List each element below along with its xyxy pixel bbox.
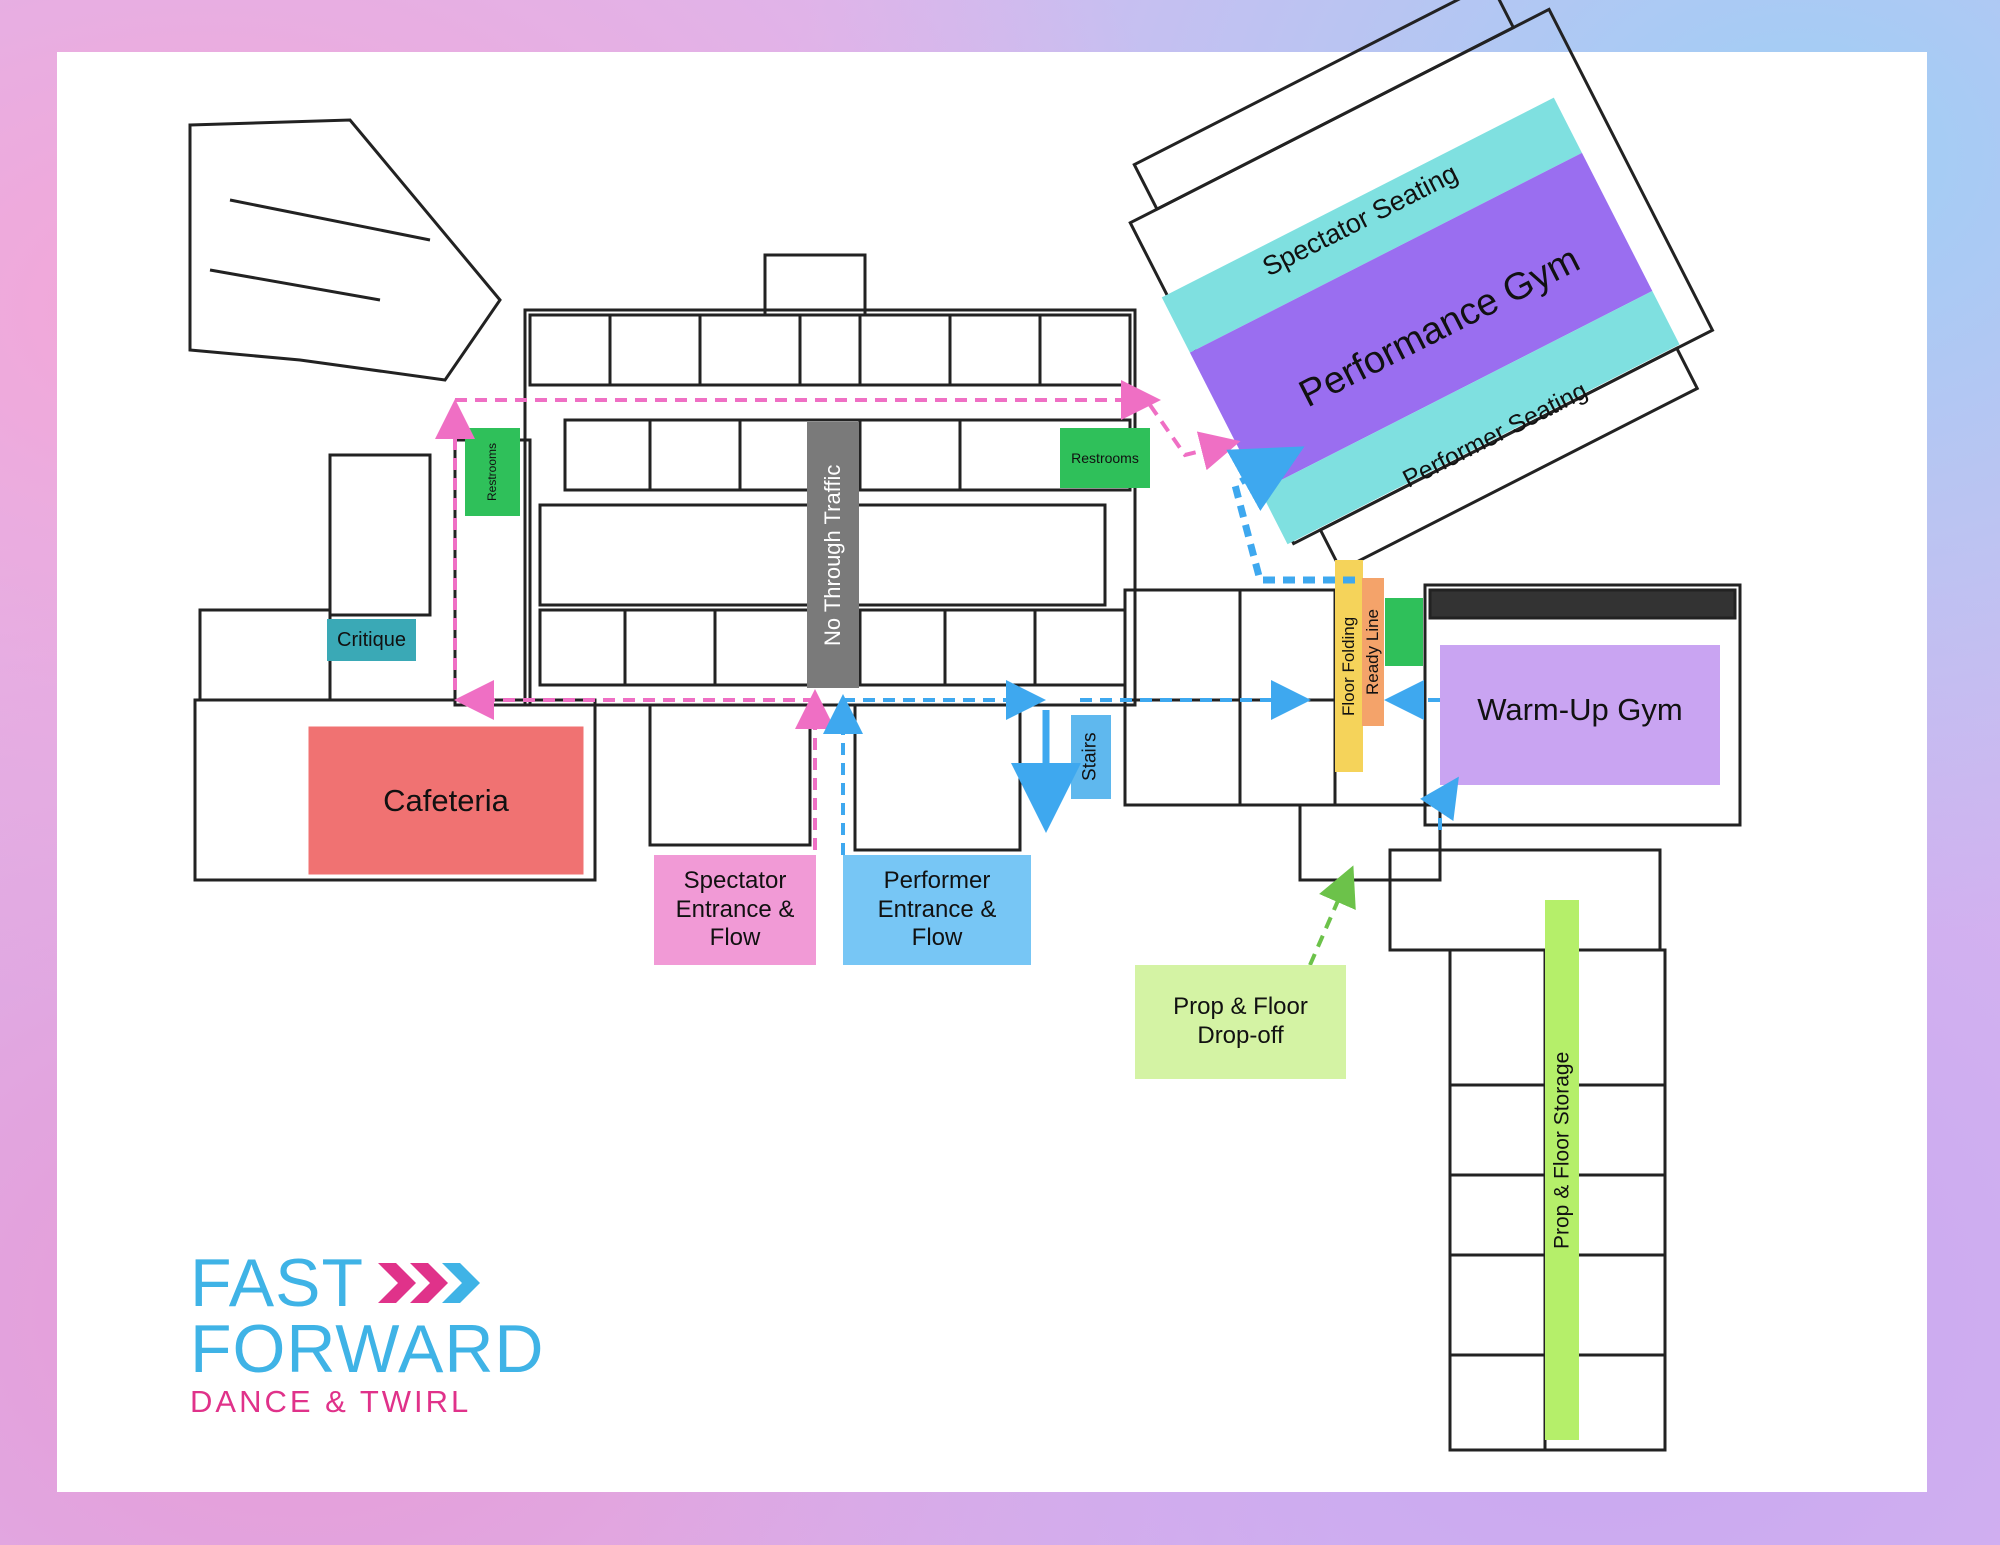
ready-line-label: Ready Line: [1362, 609, 1382, 696]
performer-seating-zone: [1260, 291, 1680, 545]
stairs-label: Stairs: [1079, 732, 1101, 782]
logo-fast-text: FAST: [190, 1245, 365, 1321]
spectator-flow: [435, 380, 1241, 850]
performer-flow: [823, 446, 1459, 855]
spectator-seating-zone: [1161, 97, 1582, 353]
prop-storage-label: Prop & Floor Storage: [1550, 1051, 1574, 1249]
cafeteria-label: Cafeteria: [383, 782, 509, 818]
floor-folding-zone: [1335, 560, 1363, 772]
restrooms-left-label: Restrooms: [484, 443, 499, 502]
performance-gym-zone: [1189, 152, 1653, 491]
floor-folding-label: Floor Folding: [1338, 616, 1358, 716]
critique-zone: [327, 619, 416, 661]
performer-entrance-legend: Performer Entrance & Flow: [843, 855, 1031, 965]
chevron-arrows-icon: [378, 1263, 481, 1303]
spectator-entrance-legend: Spectator Entrance & Flow: [654, 855, 816, 965]
prop-flow: [1308, 865, 1356, 966]
prop-storage-zone: [1545, 900, 1579, 1440]
restrooms-right-label: Restrooms: [1071, 449, 1139, 466]
restrooms-left-zone: [465, 428, 520, 516]
logo-forward-text: FORWARD: [190, 1311, 545, 1387]
ready-line-zone: [1362, 578, 1384, 726]
zones: [305, 97, 1720, 1440]
cafeteria-zone: [305, 723, 587, 878]
logo-subtitle: DANCE & TWIRL: [190, 1384, 472, 1419]
critique-label: Critique: [337, 629, 406, 651]
no-through-traffic-label: No Through Traffic: [819, 464, 845, 646]
warm-up-gym-zone: [1440, 645, 1720, 785]
prop-drop-off-legend: Prop & Floor Drop-off: [1135, 965, 1346, 1079]
no-through-traffic-zone: [807, 422, 859, 688]
restrooms-small-zone: [1385, 598, 1423, 666]
restrooms-right-zone: [1060, 428, 1150, 488]
fast-forward-logo: FAST FORWARD DANCE & TWIRL: [190, 1245, 545, 1420]
warm-up-gym-label: Warm-Up Gym: [1477, 692, 1683, 728]
